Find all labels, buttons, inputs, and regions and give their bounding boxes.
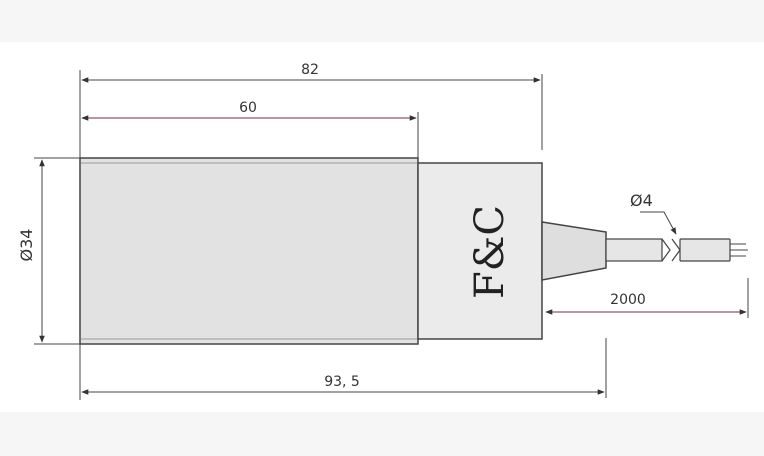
sensor-head [417, 162, 543, 340]
cable-break [661, 238, 671, 262]
cable-gland [541, 221, 607, 281]
cable-end [679, 238, 731, 262]
cable-break-right [671, 238, 681, 262]
dim-label-2000: 2000 [610, 292, 646, 308]
dim-label-93-5: 93, 5 [324, 374, 360, 390]
brand-logo: F&C [467, 205, 513, 299]
cable [605, 238, 663, 262]
dim-label-diameter: Ø34 [17, 229, 36, 262]
dim-label-60: 60 [239, 100, 257, 116]
dim-label-82: 82 [301, 62, 319, 78]
dim-label-cable-diameter: Ø4 [630, 191, 653, 210]
bottom-band [0, 412, 764, 456]
top-band [0, 0, 764, 42]
leader-cable-diameter [640, 211, 677, 235]
sensor-body [79, 157, 419, 345]
